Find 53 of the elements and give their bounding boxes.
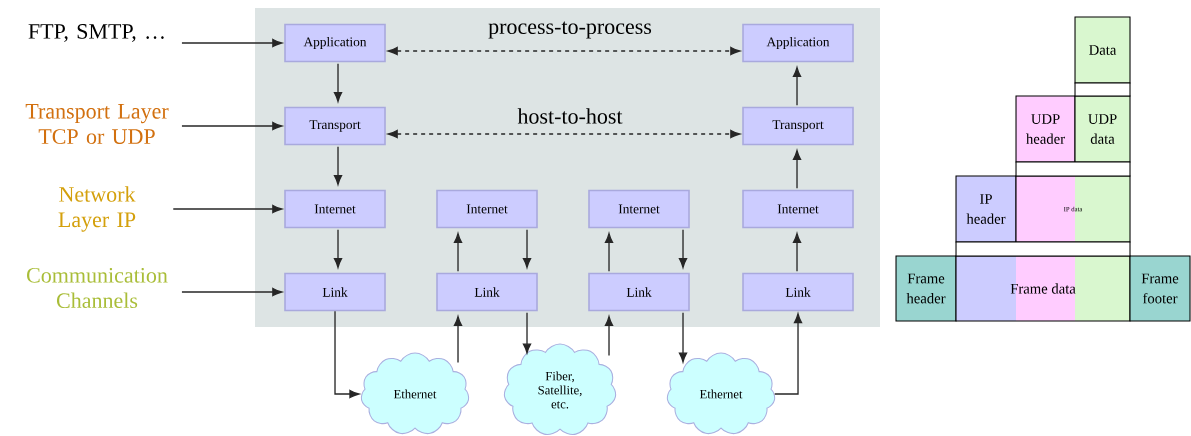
layer-box: Internet [588,189,690,229]
network-cloud: Fiber, Satellite, etc. [503,343,617,435]
packet-cell: IP header [955,175,1017,243]
arrow [333,145,343,186]
packet-cell: Frame data [955,255,1131,322]
layer-label: FTP, SMTP, … [28,24,164,42]
arrow [678,228,688,269]
packet-cell: Data [1074,16,1131,84]
layer-box: Link [284,272,386,312]
layer-box: Application [742,23,854,63]
layer-box: Link [436,272,538,312]
layer-box: Internet [436,189,538,229]
arrow [522,311,532,354]
network-cloud: Ethernet [360,352,470,435]
edge-label: process-to-process [488,21,652,39]
layer-gap [1015,161,1131,177]
layer-box: Link [588,272,690,312]
arrow [333,62,343,103]
arrow [678,311,688,363]
arrow [181,38,283,48]
layer-box: Application [284,23,386,63]
layer-box: Internet [284,189,386,229]
layer-label: Communication Channels [27,267,168,309]
arrow [604,232,614,273]
layer-box: Transport [284,106,386,146]
layer-gap [1074,82,1131,97]
packet-cell: UDP data [1074,95,1131,163]
arrow [181,121,283,131]
packet-cell: Frame footer [1129,255,1191,322]
arrow [333,228,343,269]
arrow [792,66,802,107]
arrow [453,232,463,273]
packet-cell: UDP header [1015,95,1076,163]
arrow [792,149,802,190]
network-cloud: Ethernet [666,352,776,435]
arrow [792,232,802,273]
layer-label: Transport Layer TCP or UDP [25,104,169,144]
layer-box: Internet [742,189,854,229]
layer-label: Network Layer IP [58,186,136,232]
arrow [774,313,803,395]
arrow [387,46,741,56]
arrow [387,129,741,139]
packet-cell: Frame header [895,255,957,322]
edge-label: host-to-host [517,108,623,124]
arrow [172,204,283,214]
layer-box: Link [742,272,854,312]
arrow [453,315,463,364]
arrow [522,228,532,269]
layer-gap [955,241,1131,257]
layer-box: Transport [742,106,854,146]
arrow [334,310,360,399]
arrow [181,287,283,297]
arrow [604,315,614,357]
